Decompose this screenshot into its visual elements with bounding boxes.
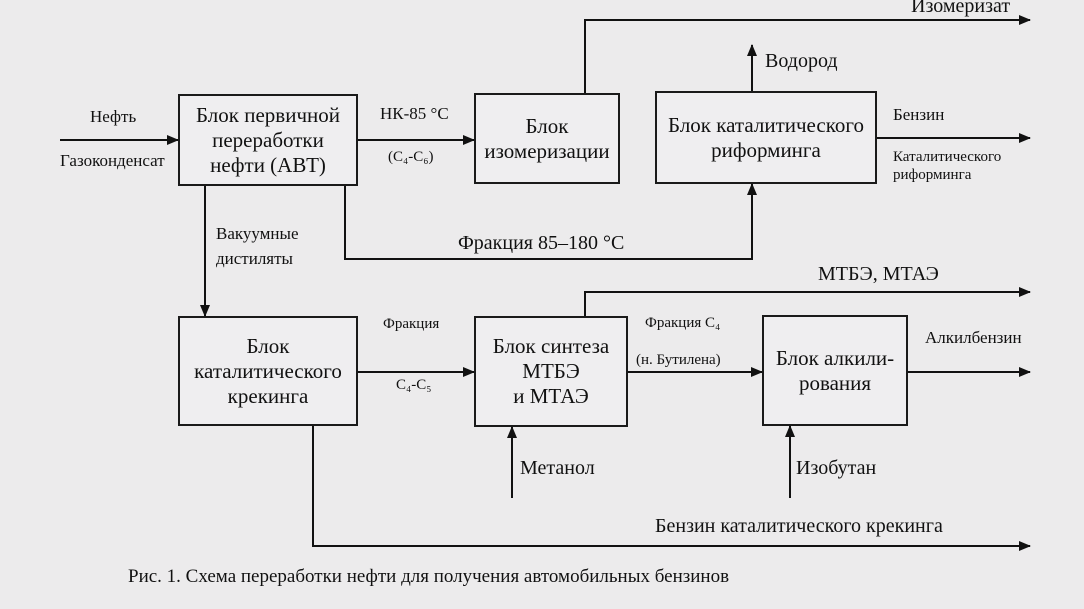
catalytic-reforming-label: Каталитического риформинга <box>893 149 1002 183</box>
oil-label: Нефть <box>90 107 137 126</box>
mtbe-mtae-label: МТБЭ, МТАЭ <box>818 263 939 285</box>
synthesis-block: Блок синтеза МТБЭ и МТАЭ <box>474 316 628 427</box>
cracking-gasoline-label: Бензин каталитического крекинга <box>655 515 943 537</box>
avt-block: Блок первичной переработки нефти (АВТ) <box>178 94 358 186</box>
isomerizate-label: Изомеризат <box>911 0 1011 17</box>
fraction-c4-label: Фракция С₄ <box>645 315 721 331</box>
isomerization-block: Блок изомеризации <box>474 93 620 184</box>
vacuum-distillates-label: Вакуумные дистиляты <box>216 224 299 268</box>
cracking-block: Блок каталитического крекинга <box>178 316 358 426</box>
butylenes-label: (н. Бутилена) <box>636 352 721 368</box>
mtbe-mtae-arrow <box>584 287 1031 316</box>
c4-c5-label: С₄-С₅ <box>396 377 432 393</box>
reforming-block: Блок каталитического риформинга <box>655 91 877 184</box>
figure-caption: Рис. 1. Схема переработки нефти для полу… <box>128 566 730 587</box>
methanol-label: Метанол <box>520 457 595 479</box>
isobutane-label: Изобутан <box>796 457 877 479</box>
cracking-gasoline-arrow <box>312 426 1031 551</box>
c4-c6-label: (С₄-С₆) <box>388 149 434 165</box>
fraction-85-180-label: Фракция 85–180 °С <box>458 232 625 254</box>
fraction-label: Фракция <box>383 316 440 332</box>
hydrogen-label: Водород <box>765 50 838 72</box>
isomerizate-arrow <box>584 15 1031 93</box>
alkylbenzin-label: Алкилбензин <box>925 328 1022 347</box>
alkylation-block: Блок алкили- рования <box>762 315 908 426</box>
fraction-85-180-arrow <box>344 183 757 260</box>
gas-condensate-label: Газоконденсат <box>60 151 165 170</box>
gasoline-label: Бензин <box>893 105 945 124</box>
nk85-label: НК-85 °С <box>380 104 449 123</box>
